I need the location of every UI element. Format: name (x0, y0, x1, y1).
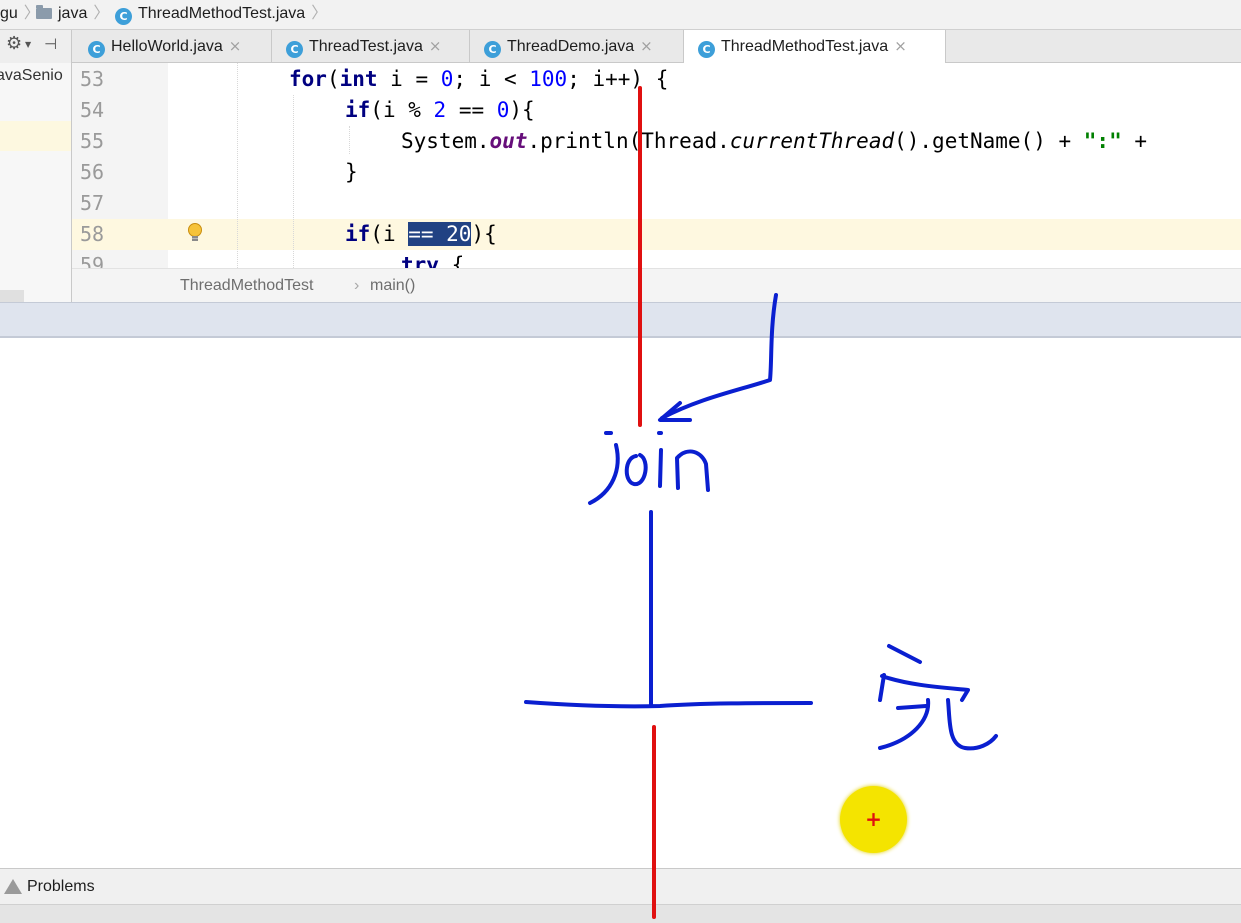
code-token: == 20 (408, 222, 472, 246)
code-token: ; i < (453, 67, 530, 91)
code-token: 0 (440, 67, 454, 91)
code-token: + (1121, 129, 1148, 153)
project-panel: avaSenio (0, 63, 72, 303)
code-line-53: for(int i = 0; i < 100; i++) { (289, 64, 668, 95)
breadcrumb-label: ThreadMethodTest.java (138, 5, 306, 22)
code-token: ) (471, 222, 485, 246)
breadcrumb-label: java (58, 5, 88, 22)
code-token: 100 (529, 67, 568, 91)
tab-threadmethodtest[interactable]: C ThreadMethodTest.java × (684, 30, 946, 64)
code-token: (i (370, 222, 409, 246)
current-line-highlight (72, 219, 1241, 250)
code-line-54: if(i % 2 == 0){ (345, 95, 535, 126)
code-token: == (446, 98, 497, 122)
code-token: i = (377, 67, 441, 91)
code-token: ":" (1083, 129, 1122, 153)
breadcrumb-separator: 〉 (93, 5, 110, 22)
close-icon[interactable]: × (894, 37, 907, 55)
line-number: 58 (80, 222, 105, 246)
tab-label: ThreadDemo.java (507, 38, 635, 55)
code-token: if (345, 98, 371, 122)
folder-icon (36, 5, 52, 19)
class-icon: C (286, 41, 303, 58)
tab-threadtest[interactable]: C ThreadTest.java × (272, 30, 470, 63)
tab-label: ThreadTest.java (309, 38, 423, 55)
indent-guide (349, 126, 350, 154)
code-token: ; i++) { (567, 67, 669, 91)
tab-threaddemo[interactable]: C ThreadDemo.java × (470, 30, 684, 63)
close-icon[interactable]: × (640, 37, 653, 55)
problems-tab[interactable]: Problems (27, 878, 95, 895)
code-token: .println(Thread. (527, 129, 730, 153)
class-icon: C (698, 41, 715, 58)
breadcrumb-item-gu[interactable]: gu 〉 (0, 0, 40, 29)
project-tree-item[interactable]: avaSenio (0, 67, 63, 84)
project-selected-row[interactable] (0, 121, 71, 151)
blue-annotations (524, 293, 998, 751)
project-scrollbar[interactable] (0, 290, 24, 303)
navigation-bar: gu 〉 java 〉 C ThreadMethodTest.java 〉 (0, 0, 1241, 30)
breadcrumb-method[interactable]: main() (370, 277, 416, 294)
line-number: 56 (80, 160, 105, 184)
editor-breadcrumb: ThreadMethodTest › main() (72, 268, 1241, 302)
code-token: if (345, 222, 371, 246)
breadcrumb-item-file[interactable]: C ThreadMethodTest.java 〉 (115, 0, 327, 29)
code-token: System. (401, 129, 490, 153)
line-number: 55 (80, 129, 105, 153)
breadcrumb-class[interactable]: ThreadMethodTest (180, 277, 314, 294)
code-line-58: if(i == 20){ (345, 219, 497, 250)
code-token: { (484, 222, 497, 246)
line-number: 53 (80, 67, 105, 91)
class-icon: C (115, 8, 132, 25)
chevron-down-icon[interactable]: ▼ (25, 40, 32, 49)
warning-icon (4, 879, 22, 894)
indent-guide (237, 63, 238, 268)
close-icon[interactable]: × (228, 37, 242, 55)
line-number: 57 (80, 191, 105, 215)
code-line-55: System.out.println(Thread.currentThread(… (401, 126, 1147, 157)
code-token: ){ (509, 98, 535, 122)
project-toolbar: ⚙ ▼ ⊣ (0, 30, 72, 63)
breadcrumb-separator: › (354, 277, 360, 294)
code-token: (i % (370, 98, 434, 122)
code-token: currentThread (729, 129, 895, 153)
gear-icon[interactable]: ⚙ (6, 33, 23, 54)
code-token: ( (326, 67, 340, 91)
collapse-icon[interactable]: ⊣ (44, 35, 58, 53)
code-token: 2 (433, 98, 447, 122)
tool-window-bar: Problems (0, 868, 1241, 904)
code-token: 0 (496, 98, 510, 122)
code-line-56: } (345, 157, 358, 188)
breadcrumb-separator: 〉 (311, 5, 328, 22)
code-token: for (289, 67, 327, 91)
breadcrumb-item-java[interactable]: java 〉 (36, 0, 109, 29)
close-icon[interactable]: × (428, 37, 442, 55)
class-icon: C (484, 41, 501, 58)
tab-label: HelloWorld.java (111, 38, 223, 55)
mouse-cursor-highlight: + (840, 786, 907, 853)
line-number: 54 (80, 98, 105, 122)
class-icon: C (88, 41, 105, 58)
panel-splitter[interactable] (0, 302, 1241, 338)
tab-label: ThreadMethodTest.java (721, 38, 889, 55)
code-token: out (489, 129, 528, 153)
status-bar (0, 904, 1241, 923)
breadcrumb-label: gu (0, 5, 18, 22)
crosshair-icon: + (865, 807, 882, 831)
code-token: ().getName() + (894, 129, 1084, 153)
breadcrumb-separator: 〉 (23, 5, 40, 22)
tab-helloworld[interactable]: C HelloWorld.java × (74, 30, 272, 63)
indent-guide (293, 95, 294, 268)
lightbulb-icon[interactable] (187, 222, 203, 244)
code-token: } (345, 160, 358, 184)
code-token: int (339, 67, 378, 91)
editor-tabs-bar (0, 30, 1241, 63)
